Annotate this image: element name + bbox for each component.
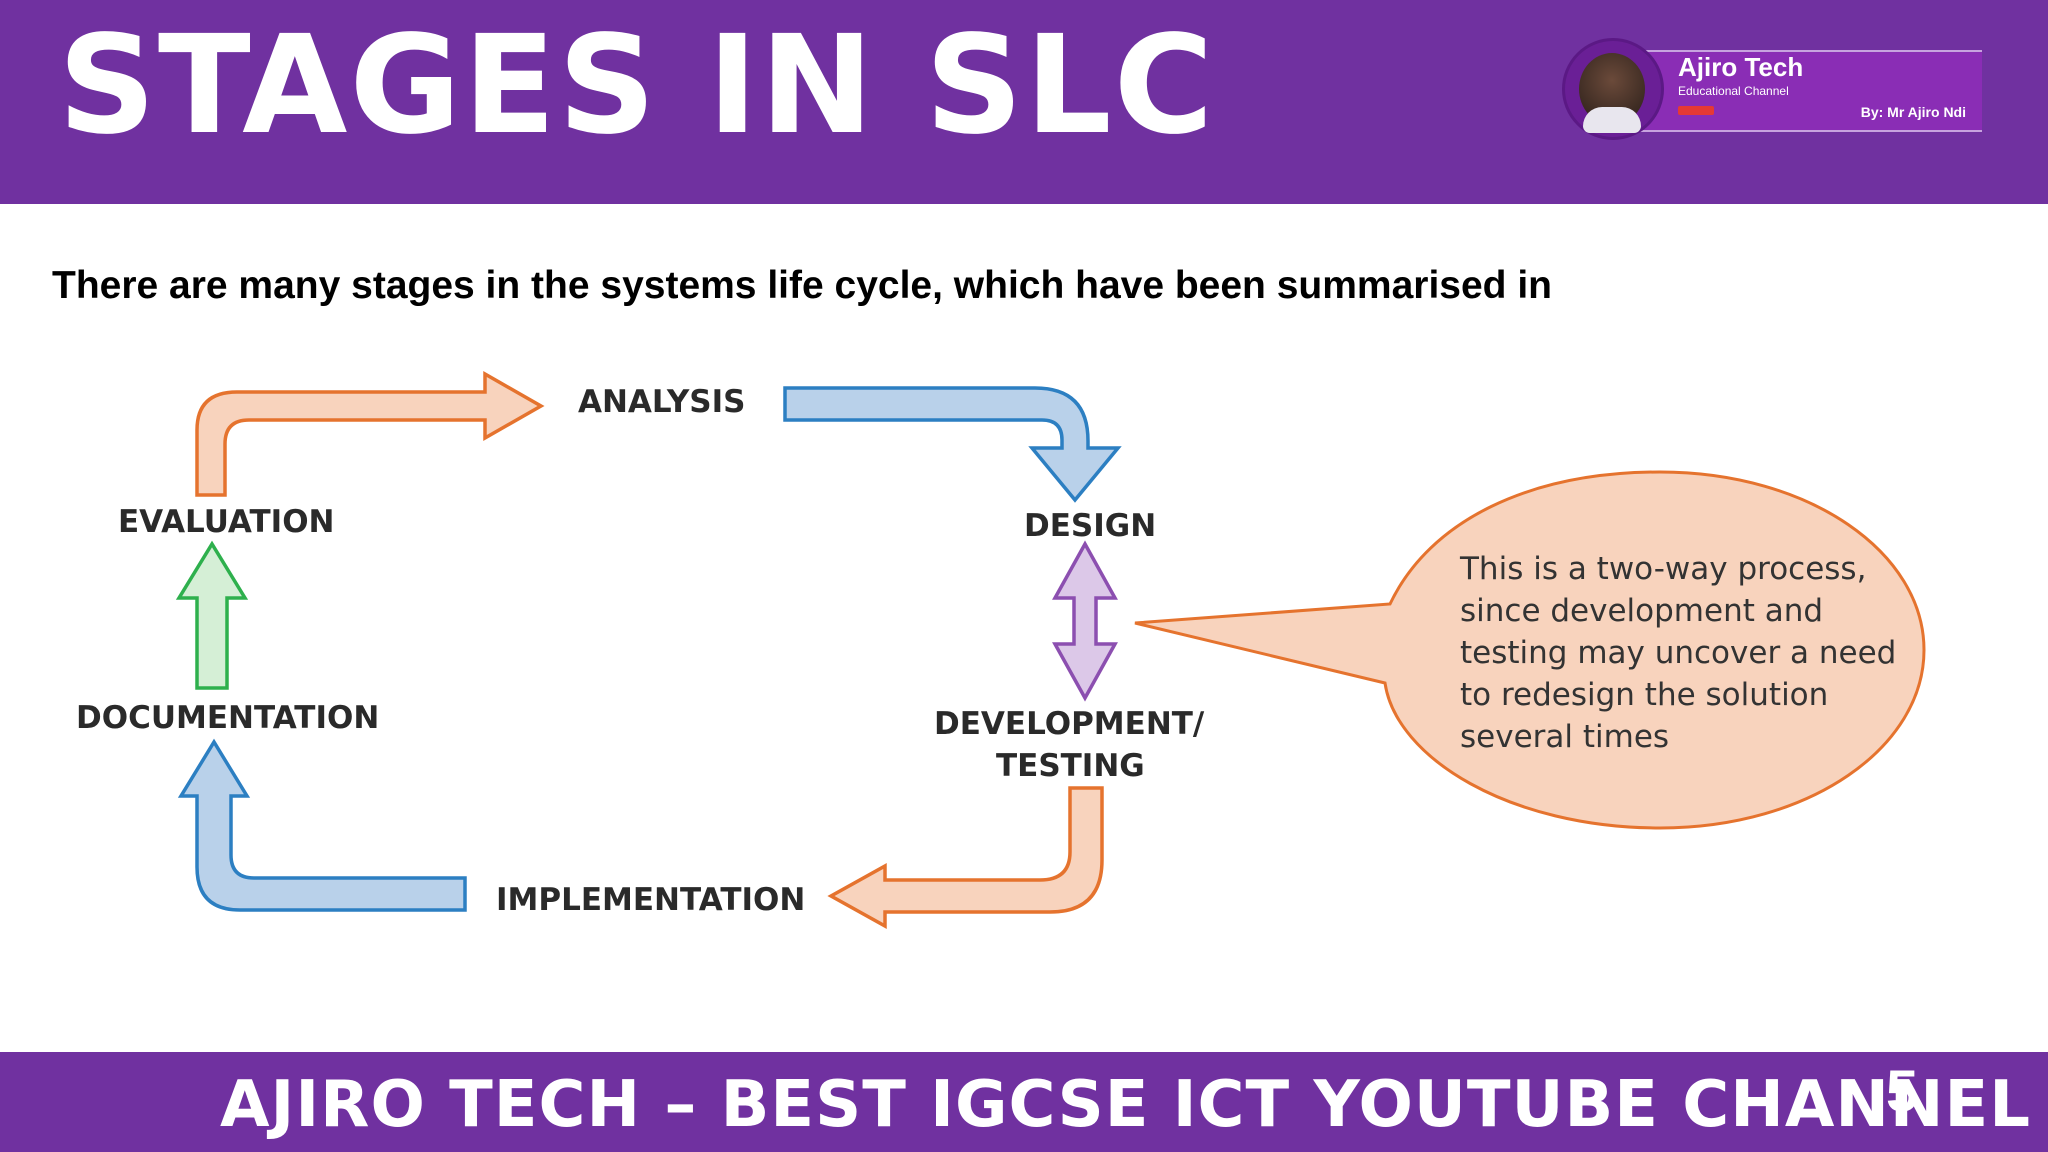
- stage-evaluation: EVALUATION: [118, 504, 335, 540]
- callout-text: This is a two-way process, since develop…: [1460, 551, 1897, 755]
- arrow-documentation-to-evaluation: [175, 540, 249, 690]
- badge-banner: [1606, 50, 1982, 132]
- stage-implementation: IMPLEMENTATION: [496, 882, 806, 918]
- channel-subtitle: Educational Channel: [1678, 84, 1789, 98]
- subscribe-button[interactable]: [1678, 106, 1714, 115]
- stage-development-line1: DEVELOPMENT/: [934, 706, 1205, 742]
- channel-author: By: Mr Ajiro Ndi: [1860, 104, 1966, 120]
- stage-documentation: DOCUMENTATION: [76, 700, 380, 736]
- header-bar: STAGES IN SLC Ajiro Tech Educational Cha…: [0, 0, 2048, 204]
- avatar-shirt: [1583, 107, 1641, 133]
- arrow-analysis-to-design: [783, 386, 1122, 503]
- intro-text: There are many stages in the systems lif…: [52, 264, 1552, 307]
- arrow-evaluation-to-analysis: [195, 370, 545, 497]
- stage-analysis: ANALYSIS: [578, 384, 746, 420]
- arrow-implementation-to-documentation: [177, 738, 467, 912]
- page-number: 5: [1886, 1059, 1919, 1124]
- channel-badge[interactable]: Ajiro Tech Educational Channel By: Mr Aj…: [1562, 38, 1982, 140]
- slide-title: STAGES IN SLC: [58, 7, 1216, 165]
- footer-text: AJIRO TECH – BEST IGCSE ICT YOUTUBE CHAN…: [220, 1068, 2031, 1142]
- footer-bar: AJIRO TECH – BEST IGCSE ICT YOUTUBE CHAN…: [0, 1052, 2048, 1152]
- callout-bubble: [1134, 470, 1926, 830]
- arrow-design-development-twoway: [1052, 540, 1118, 702]
- channel-name: Ajiro Tech: [1678, 52, 1804, 82]
- presenter-avatar: [1562, 38, 1664, 140]
- stage-development-line2: TESTING: [996, 748, 1145, 784]
- arrow-development-to-implementation: [827, 786, 1104, 929]
- stage-design: DESIGN: [1024, 508, 1157, 544]
